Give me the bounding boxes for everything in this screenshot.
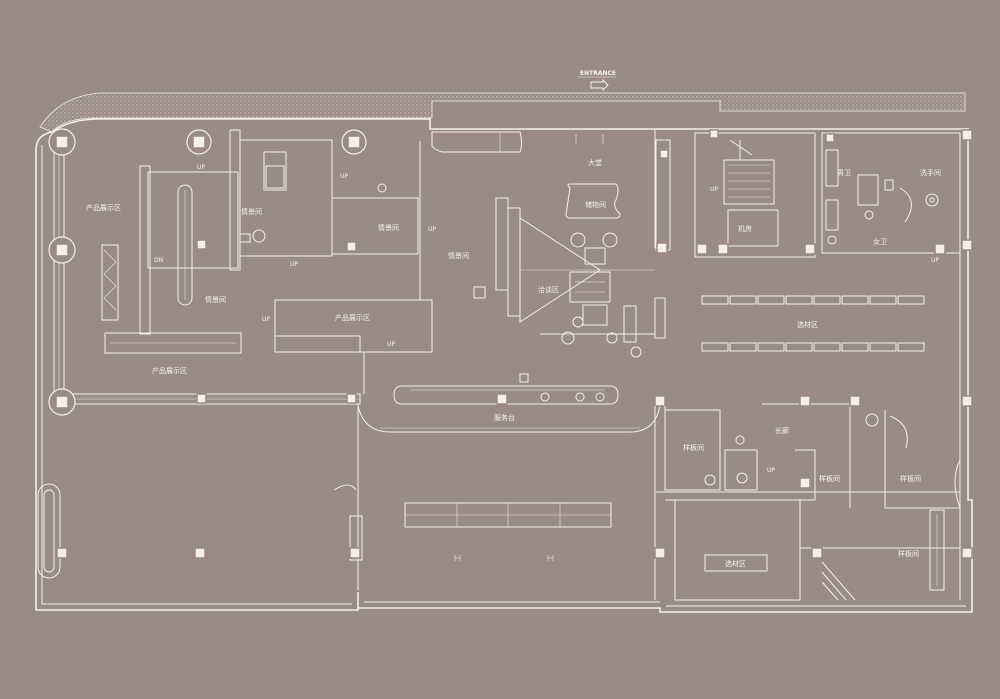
- label-corridor: 长廊: [775, 426, 789, 435]
- label-sample-3: 样板间: [900, 474, 921, 483]
- up-marker: UP: [767, 467, 775, 474]
- label-scene-3: 情景间: [448, 251, 469, 260]
- left-glazing: [53, 145, 361, 405]
- up-marker: UP: [387, 341, 395, 348]
- label-machine-room: 机房: [738, 224, 752, 233]
- label-scene-1: 情景间: [241, 207, 262, 216]
- up-marker: UP: [262, 316, 270, 323]
- label-sample-1: 样板间: [683, 443, 704, 452]
- up-marker: UP: [290, 261, 298, 268]
- label-scene-2: 情景间: [378, 223, 399, 232]
- label-lobby: 大堂: [588, 158, 602, 167]
- label-storage: 储物间: [585, 200, 606, 209]
- label-product-display-3: 产品展示区: [152, 366, 187, 375]
- level-markers: UP UP UP UP UP UP UP UP UP DN: [154, 164, 939, 474]
- label-material-select-1: 选材区: [797, 320, 818, 329]
- label-negotiation: 洽谈区: [538, 285, 559, 294]
- label-material-select-2: 选材区: [725, 559, 746, 568]
- up-marker: UP: [710, 186, 718, 193]
- negotiation-zone: [519, 217, 666, 358]
- label-service-desk: 服务台: [494, 413, 515, 422]
- entrance-marker: ENTRANCE: [578, 70, 616, 92]
- label-female-wc: 女卫: [873, 237, 887, 246]
- up-marker: UP: [340, 173, 348, 180]
- material-racks: [701, 295, 973, 407]
- left-exhibition-zone: [101, 129, 521, 404]
- planting-strip: [39, 92, 966, 133]
- room-labels: 大堂 储物间 洽谈区 机房 男卫 女卫 洗手间 情景间 情景间 情景间 情景间 …: [86, 158, 941, 568]
- label-male-wc: 男卫: [837, 169, 851, 177]
- label-washroom: 洗手间: [920, 168, 941, 177]
- building-outline: [35, 118, 973, 613]
- label-product-display-1: 产品展示区: [86, 203, 121, 212]
- sample-rooms-zone: [656, 395, 973, 601]
- label-sample-2: 样板间: [819, 474, 840, 483]
- up-marker: UP: [931, 257, 939, 264]
- service-desk: [357, 373, 666, 433]
- round-columns: [48, 128, 367, 416]
- lobby-zone: [431, 130, 671, 254]
- label-product-display-2: 产品展示区: [335, 313, 370, 322]
- entrance-arrow-icon: [590, 78, 609, 92]
- service-core: [694, 129, 973, 258]
- label-sample-4: 样板间: [898, 549, 919, 558]
- up-marker: UP: [428, 226, 436, 233]
- lower-left-zone: [37, 404, 363, 590]
- up-marker: UP: [197, 164, 205, 171]
- entrance-label: ENTRANCE: [580, 70, 616, 77]
- dn-marker: DN: [154, 257, 163, 264]
- center-lower-zone: [404, 406, 666, 600]
- label-scene-4: 情景间: [205, 295, 226, 304]
